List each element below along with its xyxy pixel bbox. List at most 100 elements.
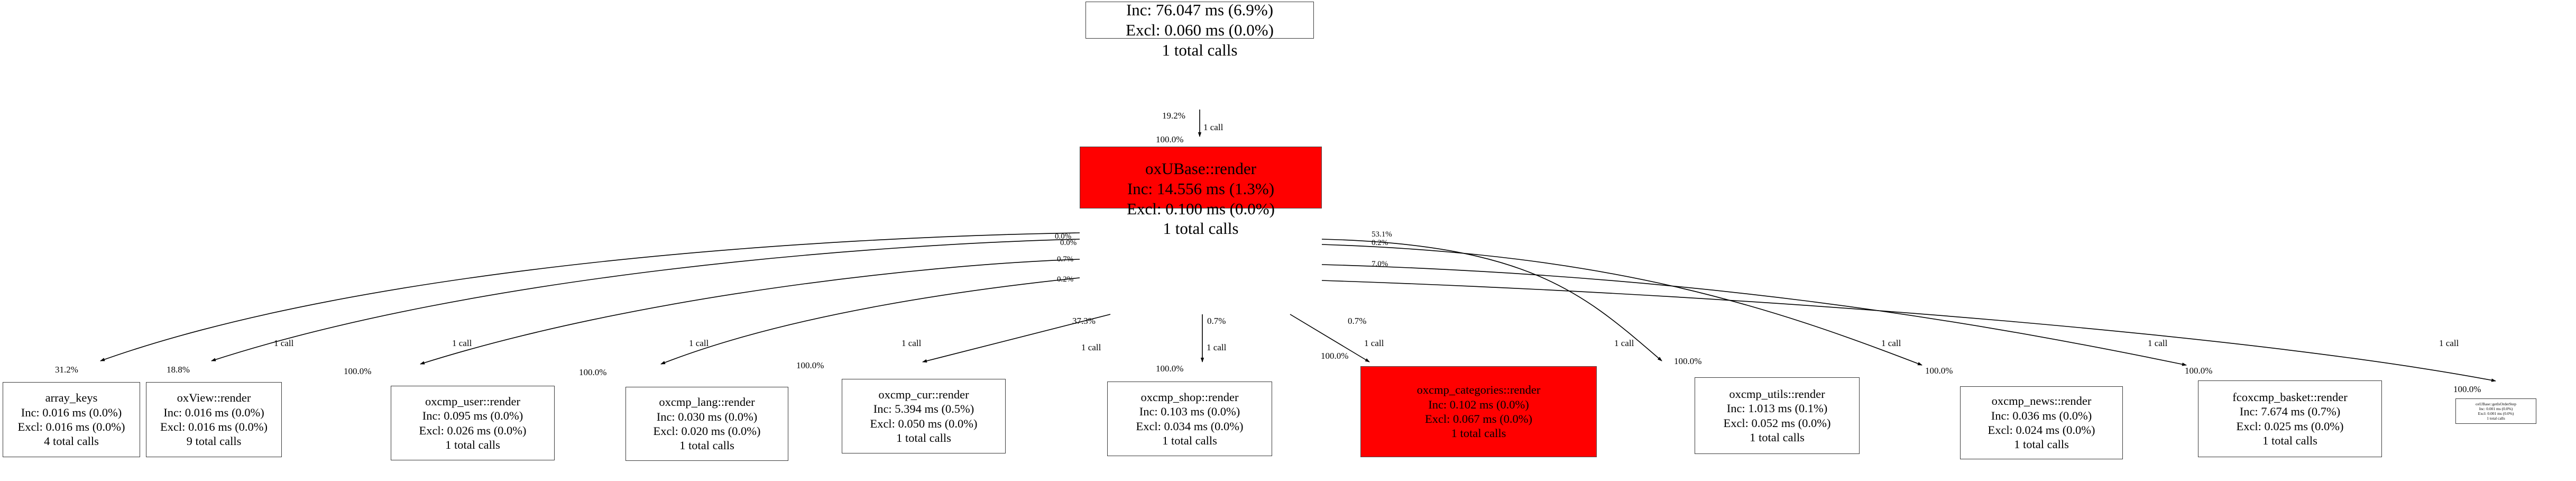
edge-label-tail-pct: 0.2% [1057, 275, 1074, 284]
edge-label-calls: 1 call [274, 338, 294, 348]
edge-label-tail-pct: 0.2% [1372, 239, 1388, 247]
edge-label-calls: 1 call [689, 338, 709, 348]
node-oxubase-render[interactable]: oxUBase::render Inc: 14.556 ms (1.3%) Ex… [1080, 147, 1322, 238]
edge-label-tail-pct: 53.1% [1372, 230, 1392, 239]
edge-label-head-pct: 100.0% [1674, 356, 1702, 366]
node-total-calls: 1 total calls [1750, 430, 1805, 444]
edge-label-tail-pct: 0.0% [1060, 239, 1077, 247]
edge-label-tail-pct: 0.7% [1057, 255, 1074, 264]
node-total-calls: 1 total calls [1162, 40, 1238, 59]
edge-label-head-pct: 100.0% [1156, 134, 1184, 144]
node-total-calls: 1 total calls [1162, 433, 1217, 447]
node-oxcmp-cur-render[interactable]: oxcmp_cur::render Inc: 5.394 ms (0.5%) E… [842, 379, 1006, 453]
edge-label-head-pct: 100.0% [579, 367, 607, 377]
node-function-name: oxcmp_news::render [1991, 394, 2092, 408]
node-function-name: oxcmp_cur::render [878, 387, 969, 401]
node-oxcmp-news-render[interactable]: oxcmp_news::render Inc: 0.036 ms (0.0%) … [1960, 386, 2123, 459]
edge-label-tail-pct: 0.7% [1207, 316, 1226, 326]
node-oxcmp-user-render[interactable]: oxcmp_user::render Inc: 0.095 ms (0.0%) … [391, 386, 555, 460]
node-array-keys[interactable]: array_keys Inc: 0.016 ms (0.0%) Excl: 0.… [3, 382, 140, 457]
node-function-name: oxcmp_utils::render [1729, 387, 1825, 401]
node-inclusive: Inc: 0.102 ms (0.0%) [1428, 397, 1529, 411]
node-oxcmp-shop-render[interactable]: oxcmp_shop::render Inc: 0.103 ms (0.0%) … [1107, 382, 1272, 456]
node-inclusive: Inc: 0.103 ms (0.0%) [1139, 405, 1240, 419]
edge-label-head-pct: 100.0% [796, 360, 824, 370]
edge-label-head-pct: 100.0% [2185, 366, 2213, 376]
node-function-name: oxcmp_lang::render [659, 395, 755, 409]
node-fcoxcmp-basket-render[interactable]: fcoxcmp_basket::render Inc: 7.674 ms (0.… [2198, 380, 2382, 457]
edge-label-head-pct: 100.0% [344, 366, 372, 376]
node-total-calls: 9 total calls [186, 434, 242, 448]
node-exclusive: Excl: 0.016 ms (0.0%) [17, 420, 125, 433]
node-exclusive: Excl: 0.025 ms (0.0%) [2236, 419, 2344, 433]
edge-label-calls: 1 call [1207, 342, 1227, 352]
edge-oxubase-to-array-keys [100, 232, 1080, 361]
node-total-calls: 1 total calls [2487, 416, 2505, 421]
node-exclusive: Excl: 0.100 ms (0.0%) [1127, 199, 1275, 218]
edge-label-calls: 1 call [2439, 338, 2459, 348]
node-function-name: array_keys [45, 391, 98, 405]
node-oxcmp-lang-render[interactable]: oxcmp_lang::render Inc: 0.030 ms (0.0%) … [625, 387, 788, 461]
edge-label-head-pct: 100.0% [1156, 364, 1184, 374]
node-total-calls: 1 total calls [1451, 426, 1506, 440]
node-inclusive: Inc: 0.016 ms (0.0%) [163, 405, 264, 419]
edge-label-tail-pct: 0.7% [1348, 316, 1367, 326]
node-function-name: oxUBase::getIsOrderStep [2475, 401, 2517, 406]
node-total-calls: 1 total calls [1163, 219, 1239, 238]
edge-label-calls: 1 call [1203, 122, 1223, 132]
node-exclusive: Excl: 0.001 ms (0.0%) [2478, 411, 2514, 416]
node-oxview-render[interactable]: oxView::render Inc: 0.016 ms (0.0%) Excl… [146, 382, 282, 457]
edge-oxubase-to-oxview [211, 239, 1080, 361]
node-inclusive: Inc: 0.016 ms (0.0%) [21, 405, 122, 419]
node-oxcmp-utils-render[interactable]: oxcmp_utils::render Inc: 1.013 ms (0.1%)… [1695, 377, 1860, 454]
node-total-calls: 4 total calls [44, 434, 99, 448]
node-exclusive: Excl: 0.034 ms (0.0%) [1136, 419, 1244, 433]
edge-label-calls: 1 call [1614, 338, 1634, 348]
node-alist-render[interactable]: aList::render Inc: 76.047 ms (6.9%) Excl… [1085, 1, 1314, 59]
node-inclusive: Inc: 0.030 ms (0.0%) [656, 410, 758, 423]
node-oxubase-getisorderstep[interactable]: oxUBase::getIsOrderStep Inc: 0.001 ms (0… [2455, 398, 2536, 424]
node-exclusive: Excl: 0.024 ms (0.0%) [1988, 423, 2095, 437]
node-inclusive: Inc: 7.674 ms (0.7%) [2239, 405, 2341, 419]
edge-oxubase-to-oxcmp-lang [660, 277, 1080, 365]
node-exclusive: Excl: 0.052 ms (0.0%) [1723, 416, 1831, 430]
edge-label-tail-pct: 19.2% [1162, 111, 1185, 121]
node-total-calls: 1 total calls [2262, 433, 2317, 447]
edge-label-calls: 1 call [452, 338, 472, 348]
edge-label-head-pct: 100.0% [1925, 366, 1953, 376]
edge-label-calls: 1 call [1881, 338, 1901, 348]
node-total-calls: 1 total calls [2014, 438, 2069, 451]
edge-label-head-pct: 18.8% [167, 365, 190, 375]
edge-oxubase-to-oxcmp-user [420, 259, 1080, 365]
node-exclusive: Excl: 0.060 ms (0.0%) [1126, 21, 1274, 39]
node-exclusive: Excl: 0.067 ms (0.0%) [1424, 412, 1533, 425]
edge-label-tail-pct: 7.0% [1372, 260, 1388, 268]
node-function-name: oxView::render [177, 391, 251, 405]
edge-label-calls: 1 call [1364, 338, 1384, 348]
edge-label-tail-pct: 37.3% [1072, 316, 1096, 326]
node-exclusive: Excl: 0.050 ms (0.0%) [870, 416, 978, 430]
edge-label-head-pct: 100.0% [1321, 351, 1349, 361]
node-inclusive: Inc: 0.036 ms (0.0%) [1991, 409, 2092, 422]
edge-label-head-pct: 31.2% [55, 365, 78, 375]
node-total-calls: 1 total calls [679, 439, 734, 452]
node-function-name: oxcmp_categories::render [1416, 383, 1541, 397]
node-inclusive: Inc: 5.394 ms (0.5%) [873, 402, 974, 416]
node-function-name: oxcmp_user::render [425, 394, 520, 408]
node-inclusive: Inc: 76.047 ms (6.9%) [1126, 1, 1274, 20]
node-inclusive: Inc: 14.556 ms (1.3%) [1127, 179, 1275, 198]
edge-oxubase-to-fcoxcmp-basket [1321, 264, 2187, 366]
node-exclusive: Excl: 0.016 ms (0.0%) [160, 420, 268, 433]
node-function-name: oxcmp_shop::render [1140, 390, 1239, 404]
node-function-name: fcoxcmp_basket::render [2232, 390, 2348, 404]
node-exclusive: Excl: 0.020 ms (0.0%) [653, 424, 761, 438]
node-oxcmp-categories-render[interactable]: oxcmp_categories::render Inc: 0.102 ms (… [1360, 366, 1597, 457]
node-total-calls: 1 total calls [896, 431, 951, 444]
node-function-name: oxUBase::render [1145, 159, 1257, 178]
node-total-calls: 1 total calls [445, 438, 500, 451]
edge-label-calls: 1 call [2148, 338, 2168, 348]
node-inclusive: Inc: 1.013 ms (0.1%) [1726, 402, 1828, 415]
node-exclusive: Excl: 0.026 ms (0.0%) [419, 423, 527, 437]
